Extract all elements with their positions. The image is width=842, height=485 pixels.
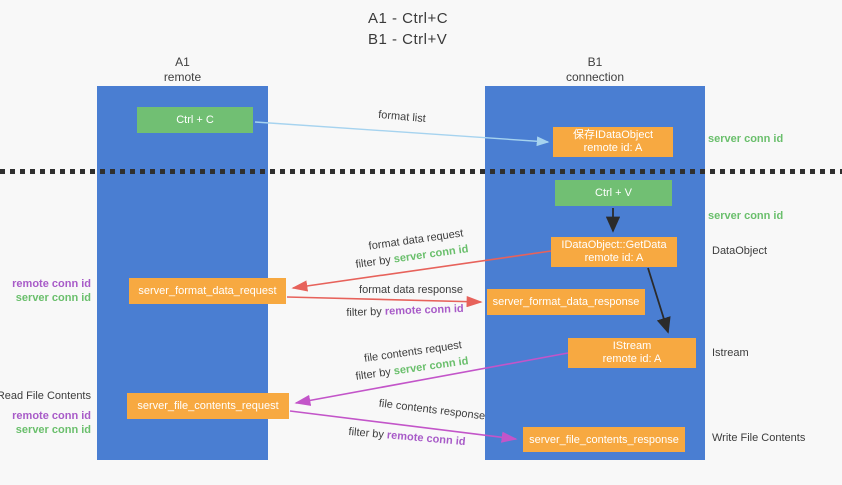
annotation-filter-by-remote-conn-id-1: filter by remote conn id — [346, 303, 464, 319]
ctrl-v-box: Ctrl + V — [555, 180, 672, 206]
diagram-title: A1 - Ctrl+C B1 - Ctrl+V — [368, 8, 448, 50]
ctrl-c-label: Ctrl + C — [176, 114, 214, 126]
annotation-format-data-response: format data response — [359, 284, 463, 296]
ctrl-c-box: Ctrl + C — [137, 107, 253, 133]
label-read-file-contents: Read File Contents — [0, 390, 91, 402]
server-file-contents-response-label: server_file_contents_response — [529, 433, 679, 446]
istream-line2: remote id: A — [602, 353, 662, 365]
getdata-box: IDataObject::GetData remote id: A — [551, 237, 677, 267]
save-idataobject-box: 保存IDataObject remote id: A — [553, 127, 673, 157]
filter-by-text: filter by — [348, 425, 385, 441]
column-b1-subtitle: connection — [565, 70, 625, 84]
column-header-b1: B1 connection — [485, 55, 705, 85]
column-header-a1: A1 remote — [97, 55, 268, 85]
label-write-file-contents: Write File Contents — [712, 432, 806, 444]
server-file-contents-request-box: server_file_contents_request — [127, 393, 289, 419]
server-format-data-request-label: server_format_data_request — [138, 285, 277, 297]
annotation-filter-by-remote-conn-id-2: filter by remote conn id — [348, 426, 466, 448]
istream-line1: IStream — [612, 340, 652, 352]
copy-paste-divider-line — [0, 169, 842, 174]
label-remote-conn-id-2: remote conn id — [12, 410, 91, 422]
column-a1-subtitle: remote — [163, 70, 202, 84]
label-server-conn-id-mid: server conn id — [708, 210, 784, 222]
title-line-2: B1 - Ctrl+V — [368, 31, 448, 48]
server-file-contents-response-box: server_file_contents_response — [523, 427, 685, 452]
filter-by-text: filter by — [346, 305, 383, 320]
title-line-1: A1 - Ctrl+C — [368, 10, 449, 27]
label-server-conn-id-1: server conn id — [15, 292, 91, 304]
getdata-line2: remote id: A — [584, 252, 644, 264]
label-remote-conn-id-1: remote conn id — [12, 278, 91, 290]
remote-conn-id-text: remote conn id — [384, 302, 464, 318]
save-idataobject-line1: 保存IDataObject — [572, 129, 654, 141]
remote-conn-id-text: remote conn id — [386, 429, 466, 449]
server-file-contents-request-label: server_file_contents_request — [137, 400, 279, 412]
save-idataobject-line2: remote id: A — [583, 142, 643, 154]
istream-box: IStream remote id: A — [568, 338, 696, 368]
server-format-data-request-box: server_format_data_request — [129, 278, 286, 304]
annotation-format-list: format list — [377, 108, 427, 126]
label-server-conn-id-top: server conn id — [708, 133, 784, 145]
getdata-line1: IDataObject::GetData — [561, 239, 667, 251]
arrow-format-data-response — [286, 296, 483, 308]
annotation-file-contents-response: file contents response — [378, 397, 486, 423]
label-server-conn-id-2: server conn id — [15, 424, 91, 436]
server-format-data-response-label: server_format_data_response — [492, 296, 640, 308]
column-b1-id: B1 — [587, 55, 603, 69]
ctrl-v-label: Ctrl + V — [595, 187, 632, 199]
filter-by-text: filter by — [354, 366, 392, 383]
label-dataobject: DataObject — [712, 245, 768, 257]
label-istream: Istream — [712, 347, 749, 359]
column-a1-id: A1 — [175, 55, 190, 69]
filter-by-text: filter by — [354, 254, 392, 271]
server-format-data-response-box: server_format_data_response — [487, 289, 645, 315]
